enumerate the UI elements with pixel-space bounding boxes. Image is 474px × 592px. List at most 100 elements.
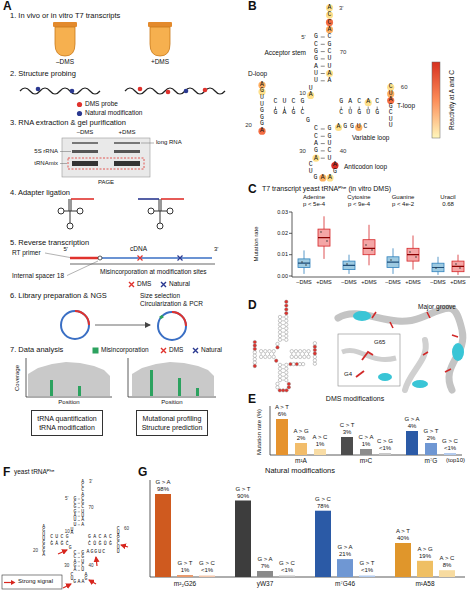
legend-swatch xyxy=(161,348,166,353)
figure-text: +DMS xyxy=(119,129,136,136)
bar-chart xyxy=(177,575,193,577)
legend-swatch xyxy=(160,347,167,354)
base-pair xyxy=(282,336,284,337)
coverage-plot xyxy=(28,362,110,396)
signal-arrow xyxy=(121,545,128,547)
nucleotide-dot xyxy=(285,323,288,326)
legend-swatch xyxy=(161,282,166,287)
figure-text: m¹A xyxy=(295,457,307,464)
gel-image xyxy=(68,158,144,169)
nucleotide-dot xyxy=(259,355,262,358)
gel-image xyxy=(60,138,154,177)
nucleotide-dot xyxy=(285,319,288,322)
legend-swatch xyxy=(93,347,99,353)
figure-text: Anticodon loop xyxy=(344,163,387,170)
base-pair xyxy=(78,503,80,504)
color-bar xyxy=(432,62,440,138)
nucleotide-dot xyxy=(313,348,316,351)
figure-text: 3% xyxy=(343,429,352,436)
circular-library xyxy=(75,311,89,325)
sequence-segment: GAGC xyxy=(50,542,71,547)
box-plot xyxy=(320,231,322,233)
sequence-segment: ACCACGCUUAA xyxy=(326,4,333,84)
nucleotide-dot xyxy=(278,371,281,374)
sequence-segment: AGUUGGGA xyxy=(259,82,266,135)
figure-text: 4% xyxy=(408,423,417,430)
figure-text: A > C xyxy=(440,555,455,562)
bar-chart xyxy=(315,511,331,577)
legend-swatch xyxy=(76,101,83,108)
nucleotide-dot xyxy=(278,363,281,366)
nucleotide-dot xyxy=(292,362,295,365)
nucleotide-dot xyxy=(278,375,281,378)
gel-image xyxy=(72,150,98,153)
tertiary-structure xyxy=(338,334,400,386)
rna-strand xyxy=(20,87,225,95)
base-pair xyxy=(78,516,80,517)
sequence-segment: AG xyxy=(332,162,339,175)
nucleotide-dot xyxy=(272,350,275,353)
base-pair xyxy=(300,353,301,355)
figure-text: yW37 xyxy=(257,580,274,587)
figure-text: Major groove xyxy=(418,303,456,310)
box-plot xyxy=(289,212,470,277)
position-number: 10 xyxy=(299,90,306,96)
position-number: 70 xyxy=(340,49,347,55)
base-pair xyxy=(308,353,309,355)
position-number: 30 xyxy=(299,148,306,154)
figure-text: tRNAmix xyxy=(34,160,58,167)
figure-text: Guanine xyxy=(392,194,415,201)
figure-text: 21% xyxy=(339,551,351,558)
base-pair xyxy=(377,107,378,110)
figure-text: 6% xyxy=(278,411,287,418)
nucleotide-dot xyxy=(272,355,275,358)
nucleotide-dot xyxy=(287,382,290,385)
figure-text: 98% xyxy=(157,486,169,493)
nucleotide-dot xyxy=(276,342,279,345)
bar-chart xyxy=(235,501,251,578)
base-pair xyxy=(321,58,325,59)
position-number: 3' xyxy=(339,5,343,11)
nucleotide-dot xyxy=(285,338,288,341)
figure-text: p < 9e-4 xyxy=(348,201,370,208)
box-plot xyxy=(298,262,444,267)
nucleotide-dot xyxy=(253,364,256,367)
figure-text: G > C xyxy=(199,560,215,567)
figure-text: 7% xyxy=(261,563,270,570)
position-number: 60 xyxy=(401,84,408,90)
bar-chart xyxy=(199,576,215,578)
figure-text: –DMS xyxy=(385,279,400,285)
figure-text: +DMS xyxy=(316,279,331,285)
figure-text: <1% xyxy=(361,567,373,574)
position-number: 5' xyxy=(65,497,68,502)
nucleotide-dot xyxy=(313,359,316,362)
base-pair xyxy=(269,353,270,355)
base-pair xyxy=(295,353,296,355)
figure-text: Natural modifications xyxy=(265,467,335,476)
tube-icon xyxy=(53,22,172,56)
nucleotide-dot xyxy=(285,371,288,374)
trna-icon xyxy=(167,208,173,214)
nucleotide-dot xyxy=(285,367,288,370)
base-pair xyxy=(321,66,325,67)
figure-text: <1% xyxy=(379,445,391,452)
trna-icon xyxy=(154,199,167,223)
nucleotide-dot xyxy=(285,378,288,381)
box-plot xyxy=(390,259,392,261)
figure-text: m²₂G26 xyxy=(174,580,196,587)
tube-icon xyxy=(53,22,77,27)
cloverleaf-d xyxy=(253,300,316,392)
nucleotide-dot xyxy=(289,362,292,365)
nucleotide-dot xyxy=(276,382,279,385)
nucleotide-dot xyxy=(278,334,281,337)
legend-swatch xyxy=(4,579,16,586)
position-number: 40 xyxy=(89,564,94,569)
figure-text: 0.68 xyxy=(442,201,454,208)
box-plot xyxy=(346,263,348,265)
figure-text: G > A xyxy=(155,479,170,486)
figure-text: –DMS xyxy=(341,279,356,285)
figure-text: <1% xyxy=(281,567,293,574)
figure-text: PAGE xyxy=(98,179,114,186)
sequence-segment: UA xyxy=(307,86,314,99)
